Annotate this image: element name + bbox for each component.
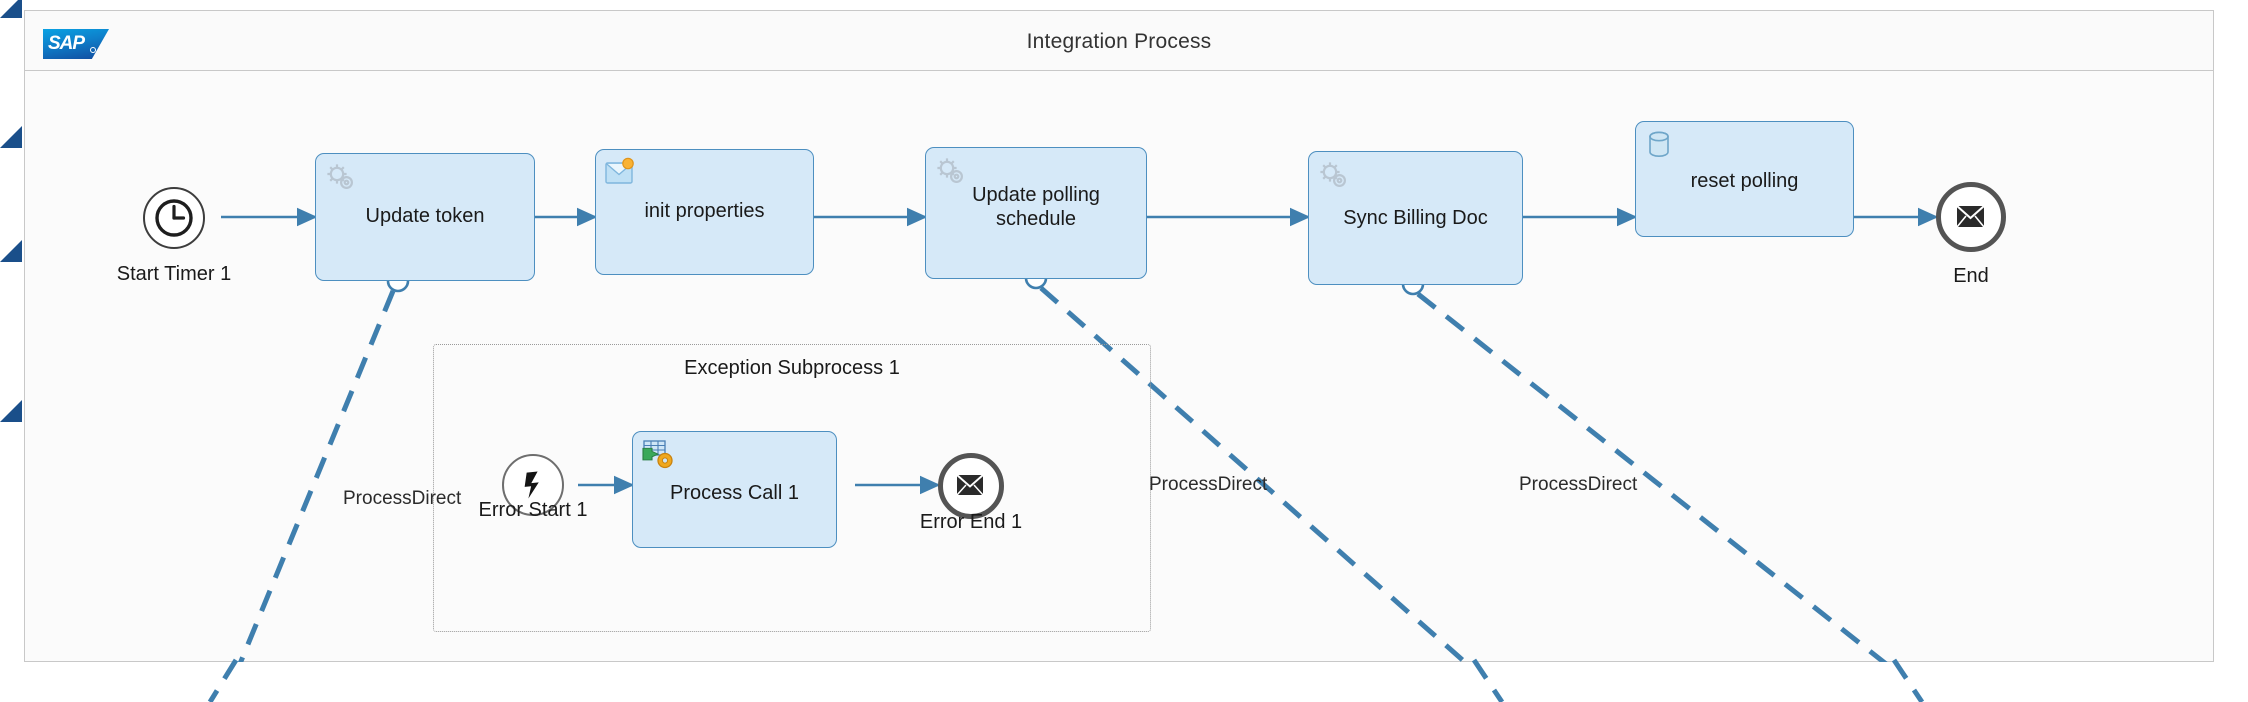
task-sync-billing-doc-label: Sync Billing Doc xyxy=(1343,207,1488,229)
event-error-end-1[interactable] xyxy=(938,453,1004,519)
message-flow-label-process-direct-3: ProcessDirect xyxy=(1519,474,1638,495)
task-update-token[interactable]: Update token xyxy=(315,153,535,281)
event-start-timer-1[interactable] xyxy=(143,187,205,249)
content-modifier-icon xyxy=(604,157,638,191)
palette-marker-icon[interactable] xyxy=(0,0,22,18)
palette-marker-icon[interactable] xyxy=(0,240,22,262)
message-flow-label-process-direct-1: ProcessDirect xyxy=(343,488,462,509)
envelope-icon xyxy=(1956,205,1985,228)
task-update-polling-schedule[interactable]: Update polling schedule xyxy=(925,147,1147,279)
process-call-icon xyxy=(641,439,675,473)
data-store-icon xyxy=(1644,129,1678,163)
task-init-properties[interactable]: init properties xyxy=(595,149,814,275)
event-error-start-1[interactable] xyxy=(502,454,564,516)
event-error-start-1-label: Error Start 1 xyxy=(478,499,588,521)
pool-title: Integration Process xyxy=(1026,30,1212,53)
event-end-label: End xyxy=(1953,265,1989,287)
envelope-icon xyxy=(956,474,984,496)
task-sync-billing-doc[interactable]: Sync Billing Doc xyxy=(1308,151,1523,285)
diagram-canvas[interactable]: SAP Integration Process xyxy=(24,0,2248,702)
gear-icon xyxy=(934,155,968,189)
pool-header: SAP Integration Process xyxy=(25,11,2213,71)
event-end[interactable] xyxy=(1936,182,2006,252)
task-init-properties-label: init properties xyxy=(644,200,765,222)
event-error-end-1-label: Error End 1 xyxy=(919,511,1023,533)
task-update-token-label: Update token xyxy=(365,205,485,227)
error-bolt-icon xyxy=(524,471,539,499)
exception-subprocess-title: Exception Subprocess 1 xyxy=(684,357,900,379)
exception-subprocess-1[interactable]: Exception Subprocess 1 xyxy=(433,344,1151,632)
timer-icon xyxy=(155,199,193,237)
palette-strip xyxy=(0,0,25,702)
pool-body[interactable]: Start Timer 1 Update toke xyxy=(25,71,2213,662)
task-process-call-1-label: Process Call 1 xyxy=(670,482,799,504)
sap-logo-text: SAP xyxy=(48,33,85,54)
event-start-timer-1-label: Start Timer 1 xyxy=(116,263,232,285)
palette-marker-icon[interactable] xyxy=(0,400,22,422)
message-flow-label-process-direct-2: ProcessDirect xyxy=(1149,474,1268,495)
task-reset-polling-label: reset polling xyxy=(1690,170,1799,192)
sap-logo-icon: SAP xyxy=(43,29,109,59)
task-process-call-1[interactable]: Process Call 1 xyxy=(632,431,837,548)
integration-process-pool[interactable]: SAP Integration Process xyxy=(24,10,2214,662)
gear-icon xyxy=(324,161,358,195)
task-update-polling-schedule-label-line1: Update polling xyxy=(972,184,1100,206)
task-update-polling-schedule-label-line2: schedule xyxy=(995,208,1077,230)
gear-icon xyxy=(1317,159,1351,193)
task-reset-polling[interactable]: reset polling xyxy=(1635,121,1854,237)
palette-marker-icon[interactable] xyxy=(0,126,22,148)
